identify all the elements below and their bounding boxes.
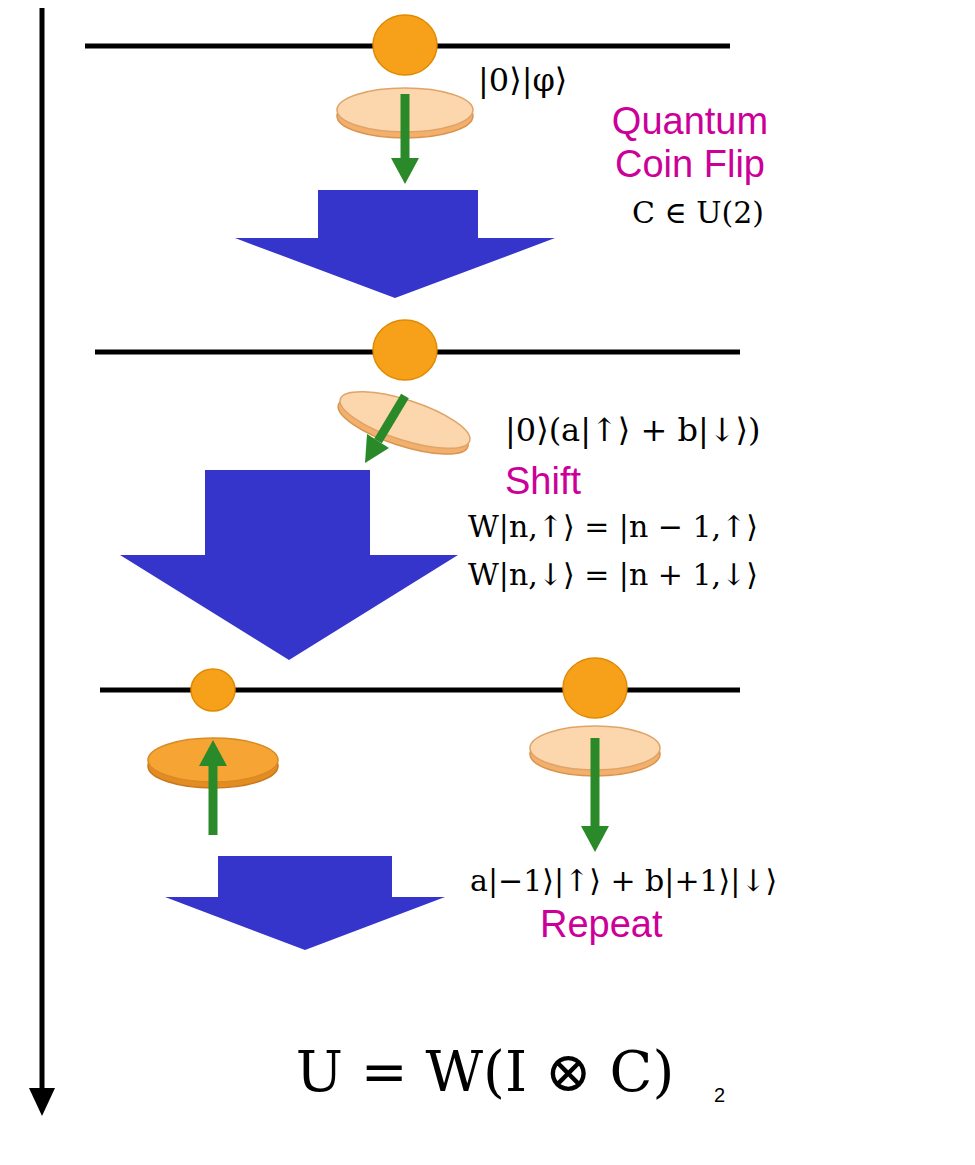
coin-state: |0⟩(a|↑⟩ + b|↓⟩): [505, 412, 760, 449]
step-title: Quantum Coin Flip: [585, 100, 795, 185]
coin-state-arrow: [401, 94, 410, 160]
tilted-coin: [332, 380, 476, 466]
coin-face: [334, 380, 476, 460]
walker-particle: [373, 320, 437, 380]
step-title: Repeat: [540, 903, 663, 947]
step-arrow: [235, 190, 555, 298]
shift-rule: W|n,↑⟩ = |n − 1,↑⟩: [468, 510, 758, 545]
walk-operator: U = W(I ⊗ C): [185, 1040, 785, 1104]
walker-particle: [191, 669, 235, 711]
step-title: Shift: [505, 460, 581, 504]
shift-rule: W|n,↓⟩ = |n + 1,↓⟩: [468, 558, 758, 593]
time-axis: [40, 8, 45, 1092]
walker-particle: [563, 658, 627, 718]
coin-state-arrow-head: [199, 740, 227, 766]
time-axis-head: [29, 1088, 55, 1116]
initial-state: |0⟩|φ⟩: [478, 62, 567, 99]
coin-operator: C ∈ U(2): [632, 196, 764, 231]
page-number: 2: [714, 1084, 725, 1107]
coin-state-arrow: [209, 764, 218, 835]
shifted-state: a|−1⟩|↑⟩ + b|+1⟩|↓⟩: [470, 864, 777, 899]
coin-state-arrow-head: [391, 158, 419, 184]
step-arrow: [165, 856, 445, 950]
coin-state-arrow: [378, 396, 405, 441]
step-arrow: [120, 470, 458, 660]
coin-state-arrow: [591, 738, 600, 828]
coin-state-arrow-head: [581, 826, 609, 852]
coin-state-arrow-head: [365, 434, 389, 463]
walker-particle: [373, 15, 437, 75]
